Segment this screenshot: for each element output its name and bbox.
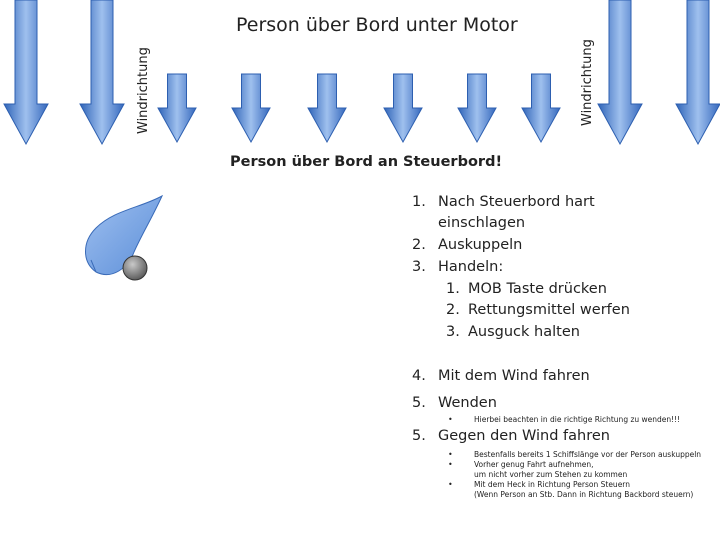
step-2: 2. Auskuppeln: [412, 235, 522, 257]
wind-arrow-icon: [597, 0, 643, 146]
wind-arrow-icon: [231, 73, 271, 144]
subtitle: Person über Bord an Steuerbord!: [230, 154, 503, 170]
wind-arrow-icon: [3, 0, 49, 146]
substep-2: 2. Rettungsmittel werfen: [446, 300, 630, 322]
wind-arrow-icon: [79, 0, 125, 146]
step-5: 5. Wenden: [412, 393, 497, 415]
step-1-num: 1.: [412, 194, 426, 210]
step-6-note-3: • Mit dem Heck in Richtung Person Steuer…: [448, 480, 630, 491]
step-6-note-3-cont: (Wenn Person an Stb. Dann in Richtung Ba…: [474, 490, 694, 499]
step-3-num: 3.: [412, 259, 426, 275]
step-3: 3. Handeln:: [412, 257, 503, 279]
wind-arrows: [3, 0, 720, 146]
bullet-icon: •: [448, 415, 453, 424]
step-6-note-2-text: Vorher genug Fahrt aufnehmen,: [474, 460, 594, 469]
step-6-note-2: • Vorher genug Fahrt aufnehmen,: [448, 460, 594, 471]
step-5-note-text: Hierbei beachten in die richtige Richtun…: [474, 415, 681, 424]
wind-arrow-icon: [307, 73, 347, 144]
boat-icon: [85, 194, 164, 275]
wind-arrow-icon: [457, 73, 497, 144]
step-1-text: Nach Steuerbord hart: [438, 194, 595, 210]
step-1: 1. Nach Steuerbord hart: [412, 192, 595, 214]
wind-arrow-icon: [675, 0, 720, 146]
bullet-icon: •: [448, 480, 453, 489]
bullet-icon: •: [448, 450, 453, 459]
step-5-num: 5.: [412, 395, 426, 411]
step-4: 4. Mit dem Wind fahren: [412, 366, 590, 388]
step-6-note-2-cont: um nicht vorher zum Stehen zu kommen: [474, 470, 628, 479]
substep-3: 3. Ausguck halten: [446, 322, 580, 344]
person-in-water-icon: [122, 255, 148, 281]
step-4-num: 4.: [412, 368, 426, 384]
step-5-text: Wenden: [438, 395, 497, 411]
wind-arrow-icon: [383, 73, 423, 144]
step-2-text: Auskuppeln: [438, 237, 523, 253]
step-6-note-1: • Bestenfalls bereits 1 Schiffslänge vor…: [448, 450, 701, 461]
wind-arrow-icon: [521, 73, 561, 144]
step-6-note-3-text: Mit dem Heck in Richtung Person Steuern: [474, 480, 631, 489]
step-6: 5. Gegen den Wind fahren: [412, 426, 610, 448]
substep-2-text: Rettungsmittel werfen: [468, 302, 630, 318]
step-6-note-1-text: Bestenfalls bereits 1 Schiffslänge vor d…: [474, 450, 702, 459]
substep-1: 1. MOB Taste drücken: [446, 279, 607, 301]
bullet-icon: •: [448, 460, 453, 469]
step-6-num: 5.: [412, 428, 426, 444]
substep-1-num: 1.: [446, 281, 460, 297]
substep-2-num: 2.: [446, 302, 460, 318]
substep-3-text: Ausguck halten: [468, 324, 580, 340]
substep-1-text: MOB Taste drücken: [468, 281, 607, 297]
substep-3-num: 3.: [446, 324, 460, 340]
step-5-note: • Hierbei beachten in die richtige Richt…: [448, 415, 680, 426]
step-4-text: Mit dem Wind fahren: [438, 368, 590, 384]
step-2-num: 2.: [412, 237, 426, 253]
step-6-text: Gegen den Wind fahren: [438, 428, 610, 444]
step-3-text: Handeln:: [438, 259, 504, 275]
page-title: Person über Bord unter Motor: [236, 14, 518, 36]
wind-arrow-icon: [157, 73, 197, 144]
step-1-cont: einschlagen: [438, 215, 526, 231]
